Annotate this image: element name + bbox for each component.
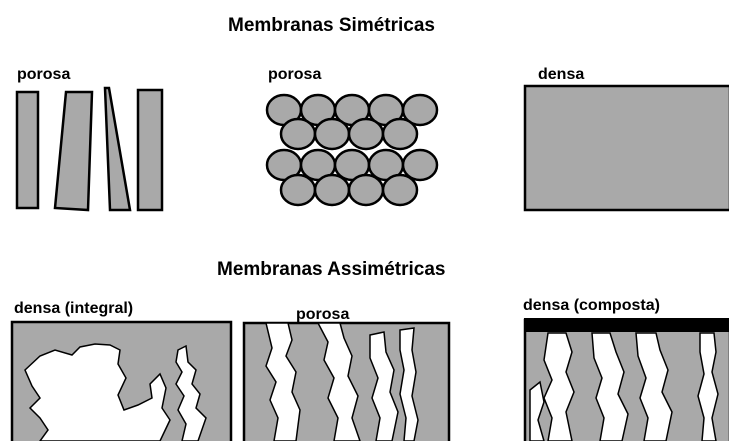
composite-pore-1 (543, 332, 575, 441)
sphere-14 (401, 148, 439, 182)
sphere-18 (381, 173, 419, 207)
strip-2 (53, 90, 94, 212)
sphere-6 (279, 117, 317, 151)
label-asymmetric-dense-integral: densa (integral) (14, 300, 134, 317)
strip-1 (15, 90, 40, 210)
porous-channel-3 (369, 331, 399, 441)
composite-pore-4 (697, 332, 719, 441)
symmetric-title: Membranas Simétricas (228, 15, 435, 36)
strip-3 (103, 86, 132, 212)
integral-pore-2 (175, 344, 207, 441)
strip-4 (136, 88, 164, 212)
asymmetric-title: Membranas Assimétricas (217, 259, 446, 280)
symmetric-dense-block (523, 84, 729, 212)
label-symmetric-dense: densa (538, 66, 585, 83)
sphere-8 (347, 117, 385, 151)
asymmetric-porous-membrane (242, 321, 451, 441)
label-asymmetric-dense-composite: densa (composta) (523, 297, 660, 314)
porous-channel-4 (399, 327, 419, 441)
asymmetric-integral-membrane (10, 320, 233, 441)
composite-pore-3 (635, 332, 673, 441)
sphere-5 (401, 93, 439, 127)
sphere-7 (313, 117, 351, 151)
composite-pore-5 (529, 380, 545, 441)
label-symmetric-porous-left: porosa (17, 66, 71, 83)
sphere-9 (381, 117, 419, 151)
label-asymmetric-porous: porosa (296, 306, 350, 323)
sphere-16 (313, 173, 351, 207)
asymmetric-composite-membrane (523, 318, 729, 441)
porous-channel-2 (316, 322, 361, 441)
integral-pore-1 (24, 343, 171, 441)
symmetric-porous-spheres (265, 93, 439, 207)
composite-pore-2 (591, 332, 629, 441)
sphere-17 (347, 173, 385, 207)
porous-channel-1 (265, 322, 301, 441)
label-symmetric-porous-mid: porosa (268, 66, 322, 83)
sphere-15 (279, 173, 317, 207)
symmetric-porous-strips (15, 86, 164, 212)
composite-top-layer (524, 318, 729, 332)
